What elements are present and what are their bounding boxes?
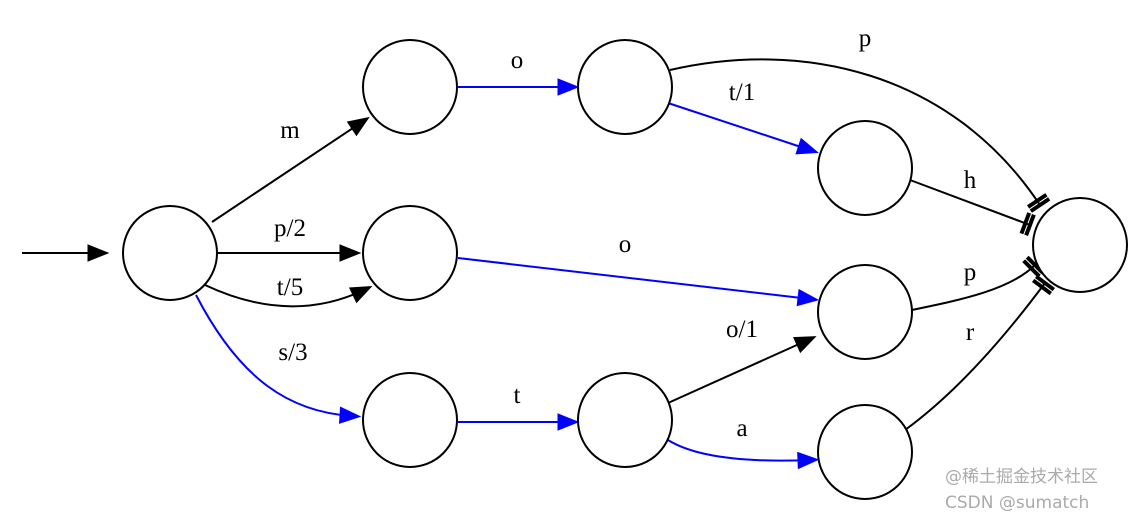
final-tee-mark (1022, 259, 1041, 278)
state-node (577, 372, 673, 468)
edge-label: p (859, 25, 872, 52)
edge-line (911, 264, 1036, 311)
edge-label: t/1 (729, 79, 755, 106)
edge-n6-final (911, 255, 1045, 311)
edge-line (667, 102, 811, 151)
edge-n0-n2 (204, 284, 373, 308)
edge-label: r (966, 319, 975, 346)
edge-n0-n3 (195, 294, 362, 424)
edge-label: h (964, 167, 977, 194)
edge-label: t/5 (277, 274, 303, 301)
edge-label: o (511, 47, 524, 74)
state-node (362, 205, 458, 301)
edge-line (195, 294, 353, 417)
state-node (577, 39, 673, 135)
final-tee-mark (1029, 197, 1051, 213)
final-state-node (1032, 197, 1128, 293)
edge-line (904, 282, 1046, 431)
edge-label: s/3 (278, 339, 307, 366)
edge-n3-n7 (458, 413, 580, 431)
edge-n4-final (669, 58, 1051, 213)
edge-n1-n4 (458, 78, 580, 96)
final-tee-mark (1019, 212, 1032, 235)
final-tee-mark (1031, 278, 1053, 296)
arrowhead (793, 336, 817, 354)
arrowhead (348, 286, 373, 304)
final-tee-mark (1034, 274, 1056, 292)
final-tee-mark (1026, 193, 1048, 209)
final-tee-mark (1024, 213, 1036, 237)
edge-line (909, 179, 1031, 226)
arrowhead (795, 137, 819, 155)
edge-label: o/1 (726, 316, 758, 343)
edge-n0-n1 (211, 116, 370, 223)
edge-n4-n5 (667, 102, 819, 155)
edge-label: m (280, 117, 300, 144)
edge-n2-n6 (457, 257, 820, 307)
watermark-csdn: CSDN @sumatch (945, 493, 1089, 513)
arrowhead (557, 78, 580, 96)
edge-line (211, 121, 363, 223)
state-node (362, 39, 458, 135)
edge-line (669, 58, 1041, 206)
state-node (817, 264, 913, 360)
edge-label: p/2 (274, 215, 306, 242)
edge-n8-final (904, 274, 1056, 431)
edge-n5-final (909, 179, 1036, 237)
edge-n7-n8 (667, 439, 820, 470)
edge-label: o (619, 231, 632, 258)
state-node (362, 372, 458, 468)
arrowhead (557, 413, 580, 431)
arrowhead (338, 406, 362, 424)
edge-line (457, 257, 811, 300)
edge-n7-n6 (667, 336, 817, 404)
edge-label: t (514, 382, 521, 409)
arrowhead (87, 244, 110, 262)
edge-label: a (736, 415, 747, 442)
arrowhead (346, 116, 370, 137)
edge-label: p (964, 259, 977, 286)
edge-line (667, 439, 811, 462)
state-node (817, 404, 913, 500)
arrowhead (796, 288, 820, 307)
start-state-node (122, 205, 218, 301)
edge-line (204, 284, 365, 308)
watermark-juejin: @稀土掘金技术社区 (945, 467, 1098, 487)
state-node (817, 120, 913, 216)
edge-n0-n2 (218, 244, 362, 262)
edge-line (667, 339, 809, 404)
arrowhead (339, 244, 362, 262)
arrowhead (797, 451, 820, 470)
